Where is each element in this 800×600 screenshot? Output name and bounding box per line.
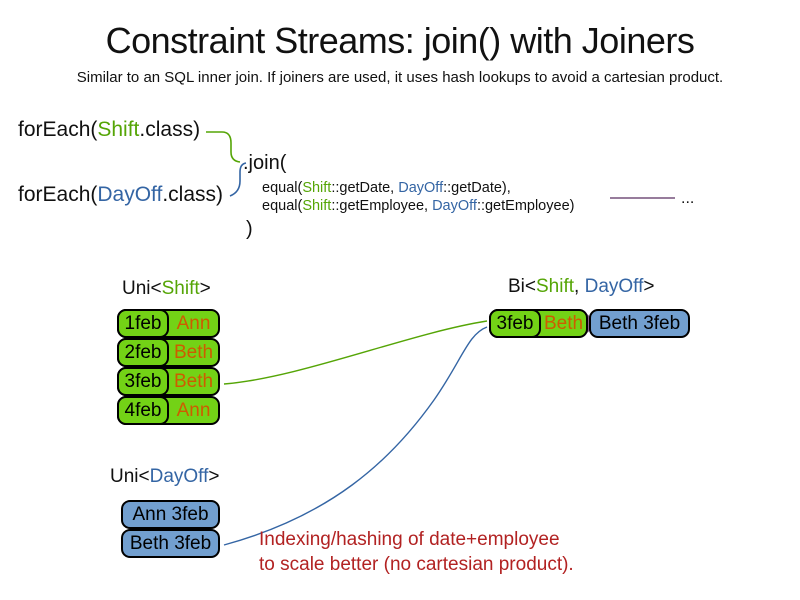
code-joiner-date: equal(Shift::getDate, DayOff::getDate), bbox=[262, 180, 511, 196]
code-text: forEach( bbox=[18, 118, 98, 141]
shift-employee-cell: Ann bbox=[176, 312, 211, 334]
dayoff-to-bi-curve bbox=[223, 326, 488, 546]
shift-employee-cell: Beth bbox=[543, 312, 584, 334]
shift-date-cell: 3feb bbox=[117, 367, 169, 396]
code-text: forEach( bbox=[18, 183, 98, 206]
dayoff-fact-cell: Beth 3feb bbox=[129, 532, 212, 554]
annotation-line-1: Indexing/hashing of date+employee bbox=[259, 529, 560, 550]
code-text: ::getEmployee) bbox=[476, 198, 575, 214]
code-join-close: ) bbox=[246, 218, 253, 240]
page-title: Constraint Streams: join() with Joiners bbox=[105, 20, 695, 61]
dayoff-row: Beth 3feb bbox=[121, 529, 220, 558]
label-text: Uni< bbox=[110, 466, 150, 487]
code-text: ::getEmployee, bbox=[331, 198, 433, 214]
code-text: equal( bbox=[262, 180, 303, 196]
dayoff-class-token: DayOff bbox=[584, 276, 644, 297]
annotation-line-2: to scale better (no cartesian product). bbox=[259, 554, 574, 575]
shift-class-token: Shift bbox=[536, 276, 575, 297]
code-joiner-employee: equal(Shift::getEmployee, DayOff::getEmp… bbox=[262, 198, 574, 214]
shift-row: 4feb Ann bbox=[117, 396, 220, 425]
shift-class-token: Shift bbox=[161, 278, 200, 299]
shift-employee-cell: Beth bbox=[173, 370, 214, 392]
uni-dayoff-label: Uni<DayOff> bbox=[110, 466, 220, 488]
code-text: ::getDate), bbox=[443, 180, 511, 196]
shift-row: 1feb Ann bbox=[117, 309, 220, 338]
code-foreach-dayoff: forEach(DayOff.class) bbox=[18, 183, 223, 207]
label-text: > bbox=[208, 466, 220, 487]
shift-date-cell: 1feb bbox=[117, 309, 169, 338]
shift-employee-cell: Ann bbox=[176, 399, 211, 421]
code-text: .class) bbox=[139, 118, 201, 141]
dayoff-class-token: DayOff bbox=[97, 183, 163, 206]
label-text: > bbox=[199, 278, 211, 299]
shift-employee-cell: Beth bbox=[173, 341, 214, 363]
label-text: > bbox=[643, 276, 655, 297]
dayoff-class-token: DayOff bbox=[149, 466, 209, 487]
shift-to-bi-curve bbox=[223, 320, 488, 385]
shift-row: 3feb Beth bbox=[117, 367, 220, 396]
bi-dayoff-part: Beth 3feb bbox=[589, 309, 690, 338]
label-text: Bi< bbox=[508, 276, 536, 297]
shift-date-cell: 4feb bbox=[117, 396, 169, 425]
brace-shift-segment bbox=[206, 131, 241, 163]
code-text: ::getDate, bbox=[331, 180, 399, 196]
bi-row: 3feb Beth Beth 3feb bbox=[489, 309, 690, 338]
label-text: , bbox=[574, 276, 585, 297]
dayoff-class-token: DayOff bbox=[398, 180, 444, 196]
more-joiners-ellipsis: ... bbox=[681, 190, 695, 207]
code-foreach-shift: forEach(Shift.class) bbox=[18, 118, 200, 142]
dayoff-fact-cell: Beth 3feb bbox=[598, 312, 681, 334]
page-subtitle: Similar to an SQL inner join. If joiners… bbox=[76, 69, 724, 86]
shift-class-token: Shift bbox=[302, 198, 332, 214]
dayoff-row: Ann 3feb bbox=[121, 500, 220, 529]
dayoff-class-token: DayOff bbox=[432, 198, 477, 214]
bi-shift-part: 3feb Beth bbox=[489, 309, 588, 338]
uni-dayoff-table: Ann 3feb Beth 3feb bbox=[121, 500, 220, 558]
code-text: .class) bbox=[162, 183, 224, 206]
uni-shift-label: Uni<Shift> bbox=[122, 278, 211, 300]
shift-row: 2feb Beth bbox=[117, 338, 220, 367]
code-text: equal( bbox=[262, 198, 303, 214]
dayoff-fact-cell: Ann 3feb bbox=[132, 503, 209, 525]
shift-class-token: Shift bbox=[97, 118, 140, 141]
shift-date-cell: 2feb bbox=[117, 338, 169, 367]
uni-shift-table: 1feb Ann 2feb Beth 3feb Beth 4feb Ann bbox=[117, 309, 220, 425]
shift-date-cell: 3feb bbox=[489, 309, 541, 338]
label-text: Uni< bbox=[122, 278, 162, 299]
shift-class-token: Shift bbox=[302, 180, 332, 196]
code-join-open: .join( bbox=[243, 152, 287, 174]
bi-label: Bi<Shift, DayOff> bbox=[508, 276, 654, 298]
